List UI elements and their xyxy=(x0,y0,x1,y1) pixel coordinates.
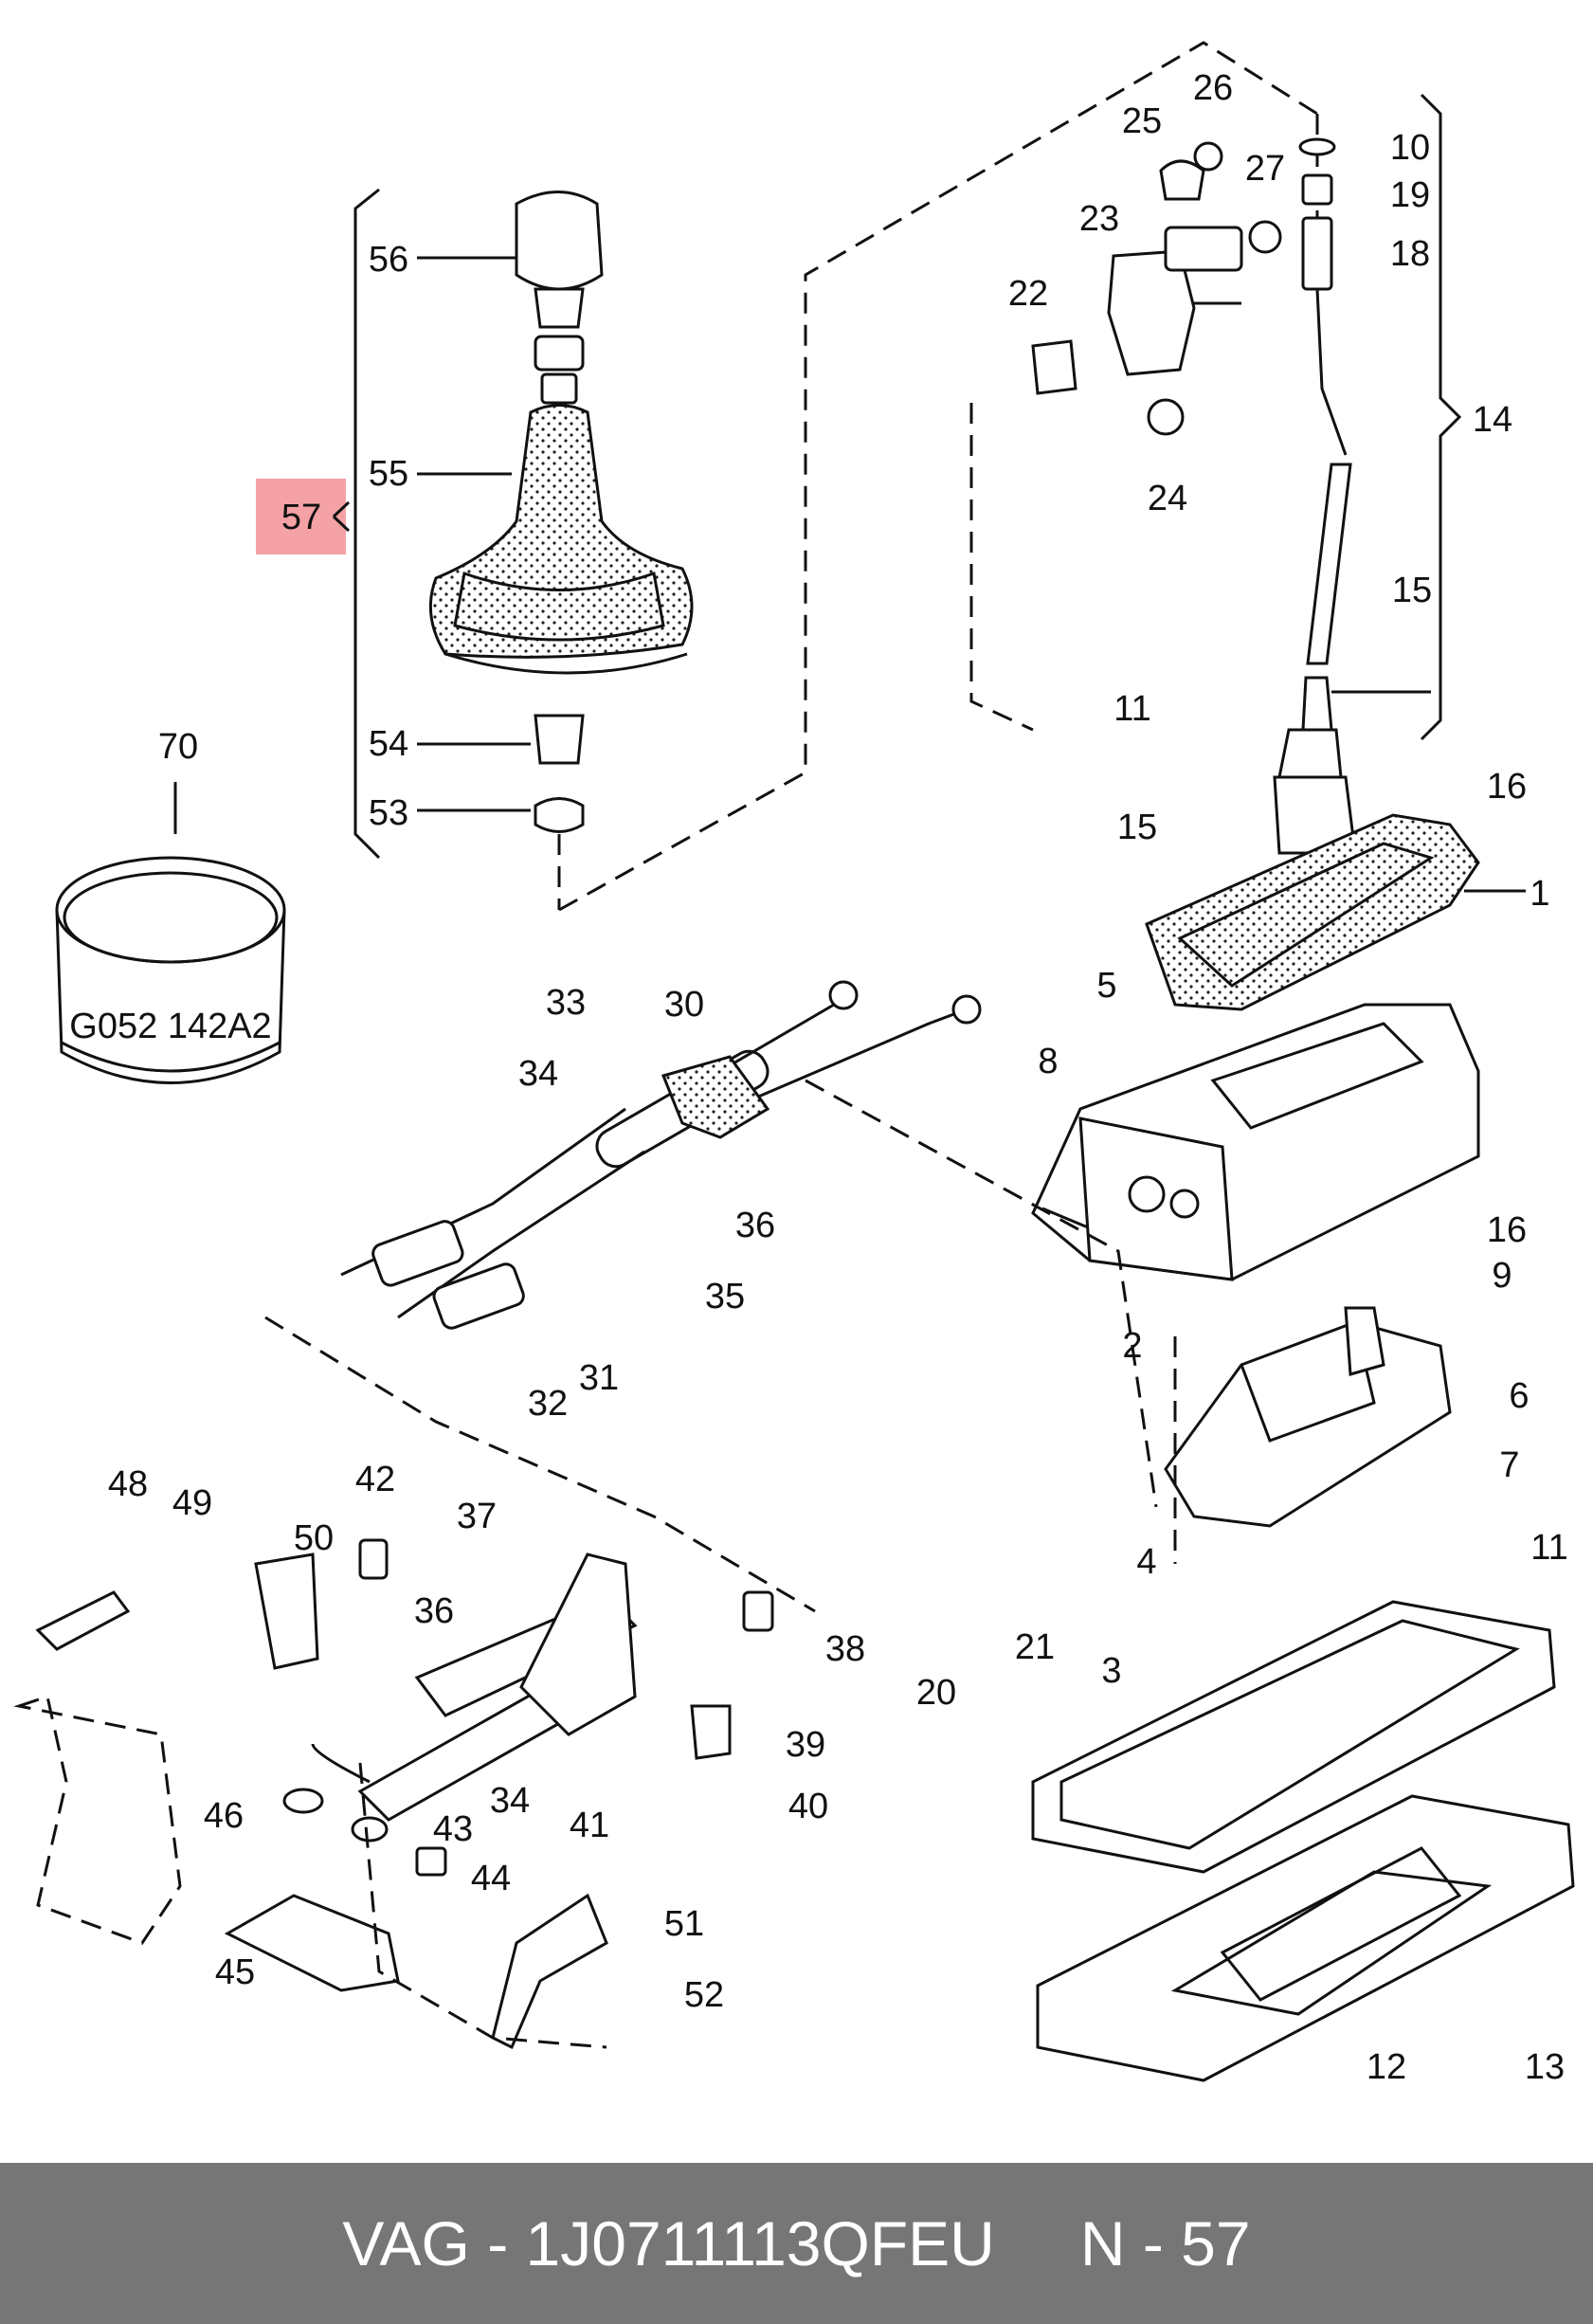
gasket xyxy=(1031,1600,1556,1874)
callout-39: 39 xyxy=(786,1725,825,1765)
part-code: VAG - 1J0711113QFEU xyxy=(342,2208,995,2279)
base-plate xyxy=(1036,1794,1575,2082)
lower-housing xyxy=(1164,1306,1452,1528)
shift-cables xyxy=(340,980,982,1330)
callout-40: 40 xyxy=(788,1787,828,1826)
gear-boot xyxy=(428,404,694,675)
callout-49: 49 xyxy=(172,1483,212,1523)
callout-34a: 34 xyxy=(518,1054,558,1094)
ring-label: G052 142A2 xyxy=(69,1007,271,1046)
callout-70: 70 xyxy=(158,727,198,767)
lever-linkage xyxy=(13,1079,1177,2050)
callout-33: 33 xyxy=(546,983,586,1023)
ring-seal: G052 142A2 xyxy=(55,856,286,1084)
callout-3: 3 xyxy=(1101,1651,1121,1691)
callout-55: 55 xyxy=(369,454,408,494)
callout-25: 25 xyxy=(1122,101,1162,141)
highlight-box xyxy=(256,479,346,554)
callout-6: 6 xyxy=(1509,1376,1529,1416)
callout-27: 27 xyxy=(1245,149,1285,189)
callout-35: 35 xyxy=(705,1277,745,1316)
callout-11a: 11 xyxy=(1113,689,1150,729)
callout-10: 10 xyxy=(1390,128,1430,168)
shift-housing xyxy=(1031,1003,1480,1281)
position-ref: N - 57 xyxy=(1079,2208,1251,2279)
callout-38: 38 xyxy=(825,1629,865,1669)
callout-52: 52 xyxy=(684,1975,724,2015)
callout-32: 32 xyxy=(528,1384,568,1424)
callout-50: 50 xyxy=(294,1518,334,1558)
callout-20: 20 xyxy=(916,1673,956,1713)
callout-23: 23 xyxy=(1079,199,1119,239)
callout-21: 21 xyxy=(1015,1627,1055,1667)
selector-shaft xyxy=(1273,137,1357,855)
callout-37: 37 xyxy=(457,1497,497,1536)
callout-30: 30 xyxy=(664,985,704,1025)
gear-knob xyxy=(515,191,604,405)
selector-bracket xyxy=(1031,141,1282,436)
callout-51: 51 xyxy=(664,1904,704,1944)
callout-8: 8 xyxy=(1038,1042,1058,1081)
callout-16b: 16 xyxy=(1487,1210,1527,1250)
callout-31: 31 xyxy=(579,1358,619,1398)
part-number-bar: VAG - 1J0711113QFEU N - 57 xyxy=(0,2163,1593,2324)
callout-labels: 56 55 54 53 70 26 25 27 23 22 24 10 19 1… xyxy=(108,68,1568,2087)
callout-15a: 15 xyxy=(1392,571,1432,610)
callout-19: 19 xyxy=(1390,175,1430,215)
group-bracket-53-56 xyxy=(353,188,381,860)
callout-43: 43 xyxy=(433,1809,473,1849)
callout-46: 46 xyxy=(204,1796,244,1836)
callout-41: 41 xyxy=(570,1806,609,1845)
callout-42: 42 xyxy=(355,1460,395,1499)
callout-34b: 34 xyxy=(490,1781,530,1821)
callout-44: 44 xyxy=(471,1859,511,1898)
highlight-label: 57 xyxy=(281,498,321,537)
callout-48: 48 xyxy=(108,1464,148,1504)
callout-45: 45 xyxy=(215,1952,255,1992)
callout-14: 14 xyxy=(1473,400,1512,440)
callout-26: 26 xyxy=(1193,68,1233,108)
callout-22: 22 xyxy=(1008,274,1048,314)
parts-diagram: 57 G052 142A2 xyxy=(13,41,1575,2087)
callout-2: 2 xyxy=(1122,1326,1142,1366)
callout-36a: 36 xyxy=(735,1206,775,1245)
callout-18: 18 xyxy=(1390,234,1430,274)
callout-1: 1 xyxy=(1530,874,1549,914)
callout-16a: 16 xyxy=(1487,767,1527,807)
callout-15b: 15 xyxy=(1117,808,1157,847)
callout-54: 54 xyxy=(369,724,408,764)
callout-9: 9 xyxy=(1492,1256,1512,1296)
shift-gate xyxy=(1145,813,1480,1011)
callout-56: 56 xyxy=(369,240,408,280)
callout-12: 12 xyxy=(1367,2047,1406,2087)
callout-4: 4 xyxy=(1136,1542,1156,1582)
callout-24: 24 xyxy=(1148,479,1187,518)
clip xyxy=(534,797,585,833)
callout-36b: 36 xyxy=(414,1591,454,1631)
callout-13: 13 xyxy=(1525,2047,1565,2087)
callout-11b: 11 xyxy=(1530,1528,1567,1568)
callout-5: 5 xyxy=(1096,966,1116,1006)
callout-7: 7 xyxy=(1499,1445,1519,1485)
callout-53: 53 xyxy=(369,793,408,833)
bush xyxy=(534,714,585,765)
